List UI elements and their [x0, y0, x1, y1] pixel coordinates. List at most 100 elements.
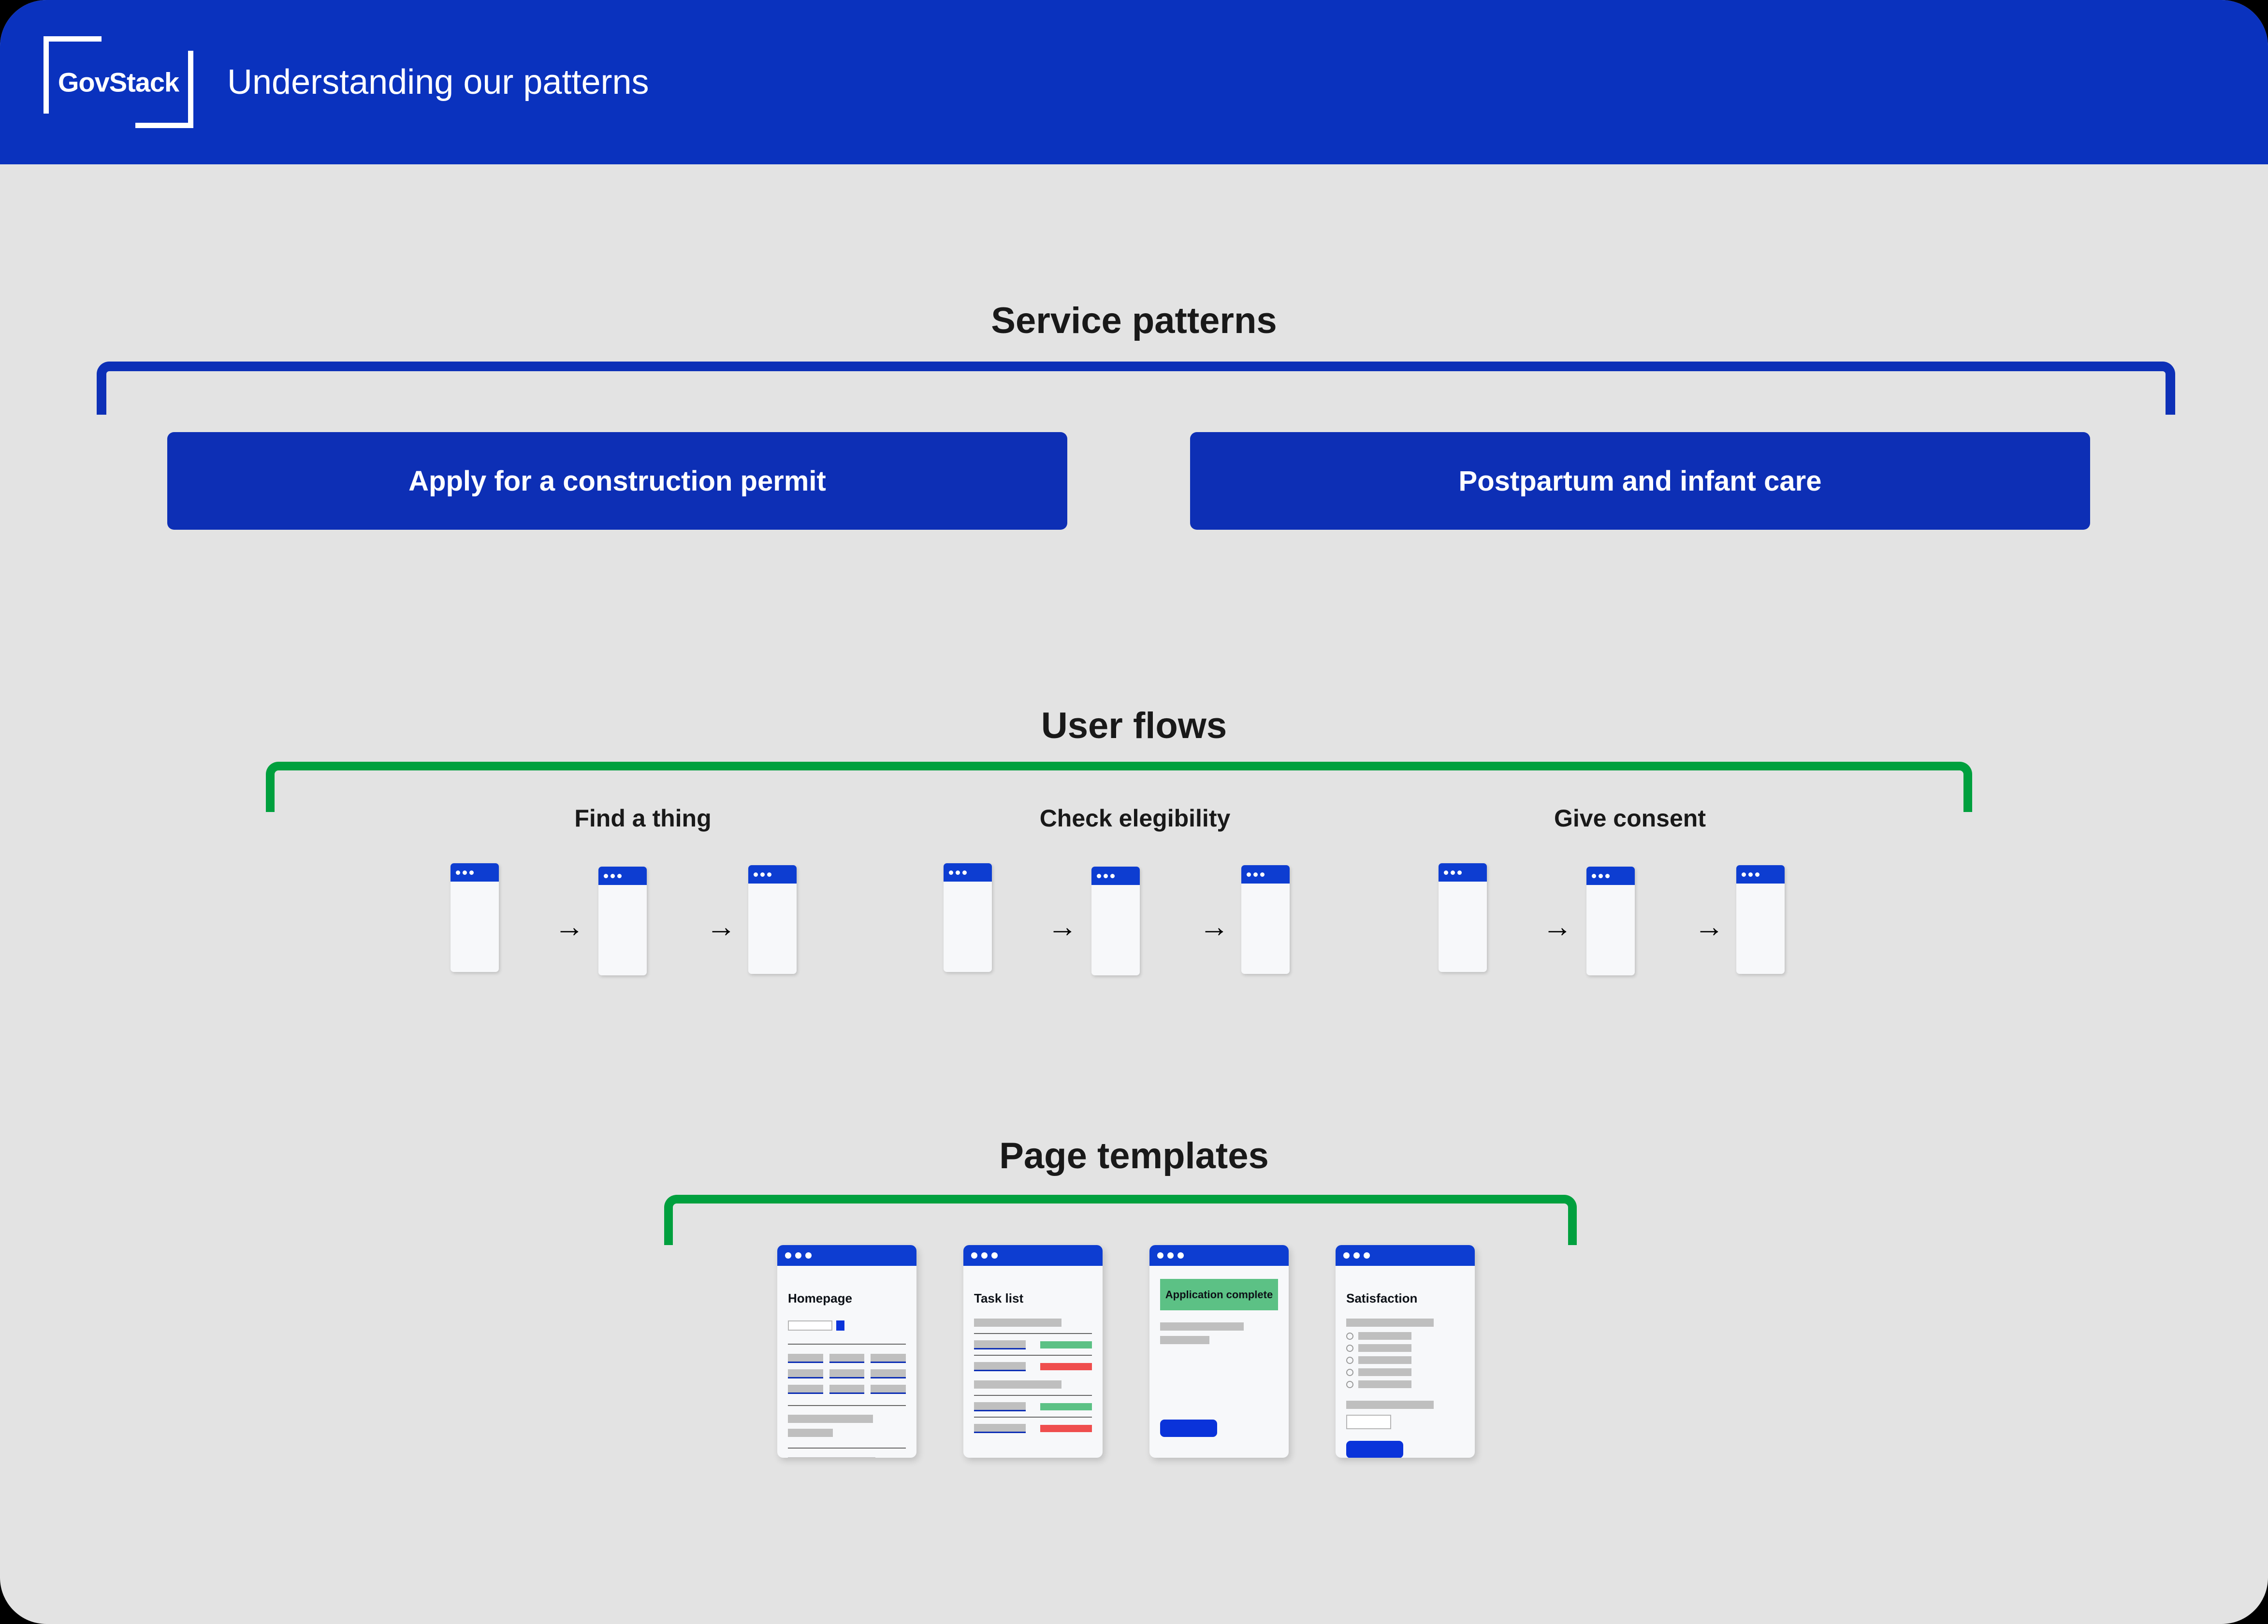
flow-step-window-3-1[interactable]: [1439, 863, 1487, 972]
success-banner: Application complete: [1160, 1279, 1278, 1310]
page-template-card-satisfaction[interactable]: Satisfaction: [1336, 1245, 1475, 1458]
section-heading-page-templates: Page templates: [999, 1135, 1269, 1176]
section-heading-placeholder: [974, 1380, 1061, 1389]
flow-step-window-3-2[interactable]: [1586, 867, 1635, 975]
bracket-service-patterns: [97, 362, 2175, 415]
task-row[interactable]: [974, 1340, 1092, 1349]
user-flow-label-3: Give consent: [1554, 805, 1706, 832]
window-dot-icon: [1260, 872, 1265, 877]
window-dot-icon: [1167, 1252, 1174, 1259]
flow-step-window-2-3[interactable]: [1241, 865, 1290, 974]
flow-arrow-icon-1-2: →: [706, 910, 736, 943]
window-dot-icon: [805, 1252, 812, 1259]
flow-arrow-icon-2-1: →: [1047, 910, 1077, 943]
section-heading-placeholder: [974, 1319, 1061, 1327]
section-heading-user-flows: User flows: [1041, 705, 1227, 746]
card-body: Homepage: [777, 1291, 916, 1458]
flow-arrow-icon-3-1: →: [1542, 910, 1572, 943]
grid-link-item[interactable]: [871, 1385, 906, 1394]
divider: [788, 1405, 906, 1406]
grid-link-item[interactable]: [788, 1385, 823, 1394]
flow-arrow-icon-1-1: →: [554, 910, 584, 943]
radio-option[interactable]: [1346, 1380, 1464, 1388]
radio-icon[interactable]: [1346, 1344, 1353, 1352]
window-dot-icon: [795, 1252, 801, 1259]
window-dot-icon: [1343, 1252, 1350, 1259]
window-dot-icon: [760, 872, 765, 877]
radio-option[interactable]: [1346, 1368, 1464, 1376]
divider: [974, 1355, 1092, 1356]
primary-button[interactable]: [1160, 1420, 1217, 1437]
window-dot-icon: [463, 870, 467, 875]
flow-step-window-1-1[interactable]: [451, 863, 499, 972]
window-dot-icon: [1457, 870, 1462, 875]
grid-link-item[interactable]: [871, 1354, 906, 1363]
radio-icon[interactable]: [1346, 1332, 1353, 1340]
text-placeholder: [1160, 1336, 1210, 1344]
task-row[interactable]: [974, 1402, 1092, 1411]
window-dot-icon: [1605, 873, 1610, 878]
grid-link-item[interactable]: [829, 1354, 865, 1363]
grid-link-item[interactable]: [871, 1369, 906, 1378]
govstack-logo[interactable]: GovStack: [44, 36, 193, 128]
window-dot-icon: [754, 872, 758, 877]
logo-wordmark: GovStack: [58, 67, 179, 98]
flow-arrow-icon-3-2: →: [1694, 910, 1724, 943]
radio-icon[interactable]: [1346, 1368, 1353, 1376]
status-badge-complete: [1040, 1341, 1092, 1348]
comment-textarea[interactable]: [1346, 1415, 1391, 1429]
window-title-bar: [944, 863, 992, 882]
grid-link-item[interactable]: [788, 1369, 823, 1378]
page-template-card-task-list[interactable]: Task list: [963, 1245, 1103, 1458]
submit-button[interactable]: [1346, 1441, 1403, 1458]
status-badge-incomplete: [1040, 1425, 1092, 1432]
radio-icon[interactable]: [1346, 1356, 1353, 1364]
grid-link-item[interactable]: [829, 1385, 865, 1394]
window-dot-icon: [1253, 872, 1258, 877]
flow-arrow-icon-2-2: →: [1199, 910, 1229, 943]
task-row[interactable]: [974, 1362, 1092, 1371]
window-dot-icon: [1742, 872, 1746, 877]
window-dot-icon: [962, 870, 967, 875]
question-placeholder: [1346, 1319, 1434, 1327]
radio-option[interactable]: [1346, 1356, 1464, 1364]
window-dot-icon: [456, 870, 460, 875]
window-dot-icon: [1157, 1252, 1163, 1259]
service-pattern-button-2[interactable]: Postpartum and infant care: [1190, 432, 2090, 530]
flow-step-window-2-1[interactable]: [944, 863, 992, 972]
divider: [974, 1333, 1092, 1334]
window-dot-icon: [1592, 873, 1596, 878]
grid-link-item[interactable]: [788, 1354, 823, 1363]
card-title-homepage: Homepage: [788, 1291, 852, 1305]
search-button[interactable]: [836, 1320, 844, 1331]
page-template-card-confirmation[interactable]: Application complete: [1149, 1245, 1289, 1458]
flow-step-window-1-3[interactable]: [748, 865, 797, 974]
window-dot-icon: [956, 870, 960, 875]
question-placeholder: [1346, 1401, 1434, 1409]
radio-option[interactable]: [1346, 1344, 1464, 1352]
flow-step-window-2-2[interactable]: [1091, 867, 1140, 975]
flow-step-window-3-3[interactable]: [1736, 865, 1785, 974]
service-pattern-button-1[interactable]: Apply for a construction permit: [167, 432, 1067, 530]
window-dot-icon: [1178, 1252, 1184, 1259]
search-input[interactable]: [788, 1320, 832, 1331]
card-body: Task list: [963, 1291, 1103, 1458]
status-badge-incomplete: [1040, 1363, 1092, 1370]
window-dot-icon: [1353, 1252, 1360, 1259]
card-body: Satisfaction: [1336, 1291, 1475, 1458]
window-dot-icon: [971, 1252, 977, 1259]
task-row[interactable]: [974, 1424, 1092, 1433]
window-title-bar: [777, 1245, 916, 1266]
grid-link-item[interactable]: [829, 1369, 865, 1378]
bracket-page-templates: [664, 1195, 1577, 1245]
radio-option[interactable]: [1346, 1332, 1464, 1340]
page-template-card-homepage[interactable]: Homepage: [777, 1245, 916, 1458]
flow-step-window-1-2[interactable]: [598, 867, 647, 975]
logo-bracket-bottom-right-icon: [135, 51, 193, 128]
divider: [788, 1448, 906, 1449]
window-title-bar: [1336, 1245, 1475, 1266]
radio-icon[interactable]: [1346, 1380, 1353, 1388]
window-dot-icon: [1451, 870, 1455, 875]
divider: [788, 1344, 906, 1345]
window-title-bar: [1439, 863, 1487, 882]
